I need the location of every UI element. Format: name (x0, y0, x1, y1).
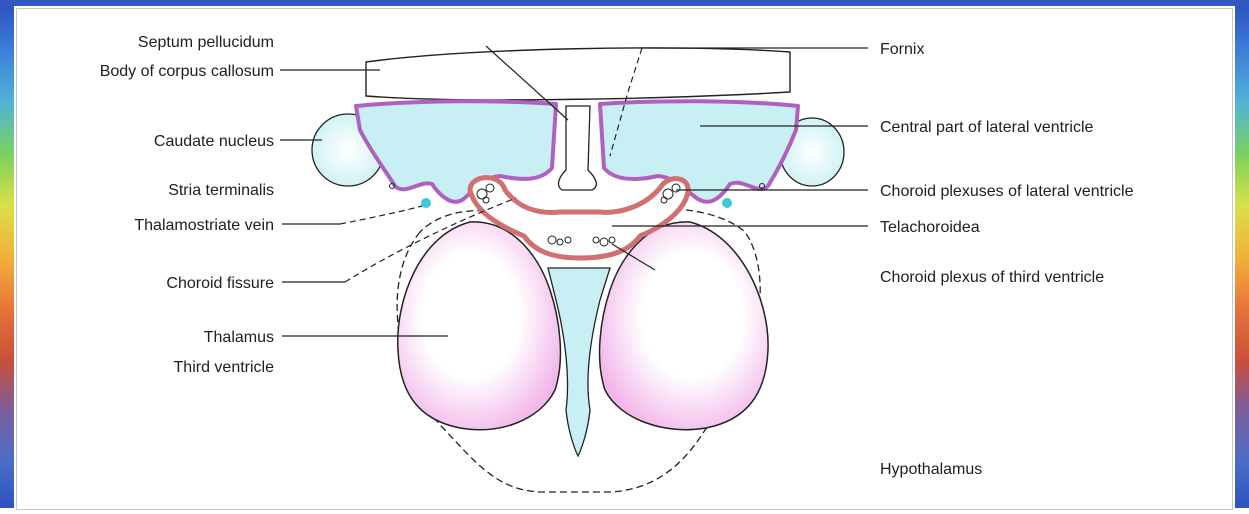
label-choroid-fissure: Choroid fissure (166, 275, 274, 292)
septum-pellucidum (559, 106, 597, 190)
label-fornix: Fornix (880, 41, 924, 58)
thalamostriate-vein-left (421, 198, 431, 208)
label-septum-pellucidum: Septum pellucidum (138, 34, 274, 51)
thalamostriate-vein-right (722, 198, 732, 208)
right-thalamus (600, 222, 769, 430)
leader-thalamostriate-dash (340, 206, 422, 224)
label-third-ventricle: Third ventricle (174, 359, 275, 376)
right-lateral-ventricle (600, 101, 798, 202)
label-choroid-plexuses-lateral-ventricle: Choroid plexuses of lateral ventricle (880, 183, 1134, 200)
corpus-callosum-body (366, 48, 790, 100)
label-choroid-plexus-third-ventricle: Choroid plexus of third ventricle (880, 269, 1104, 286)
label-thalamostriate-vein: Thalamostriate vein (134, 217, 274, 234)
label-hypothalamus: Hypothalamus (880, 461, 982, 478)
left-lateral-ventricle (356, 101, 556, 202)
label-thalamus: Thalamus (204, 329, 274, 346)
label-stria-terminalis: Stria terminalis (168, 182, 274, 199)
left-thalamus (398, 222, 561, 430)
label-caudate-nucleus: Caudate nucleus (154, 133, 274, 150)
label-body-corpus-callosum: Body of corpus callosum (100, 63, 274, 80)
label-central-part-lateral-ventricle: Central part of lateral ventricle (880, 119, 1094, 136)
label-telachoroidea: Telachoroidea (880, 219, 980, 236)
